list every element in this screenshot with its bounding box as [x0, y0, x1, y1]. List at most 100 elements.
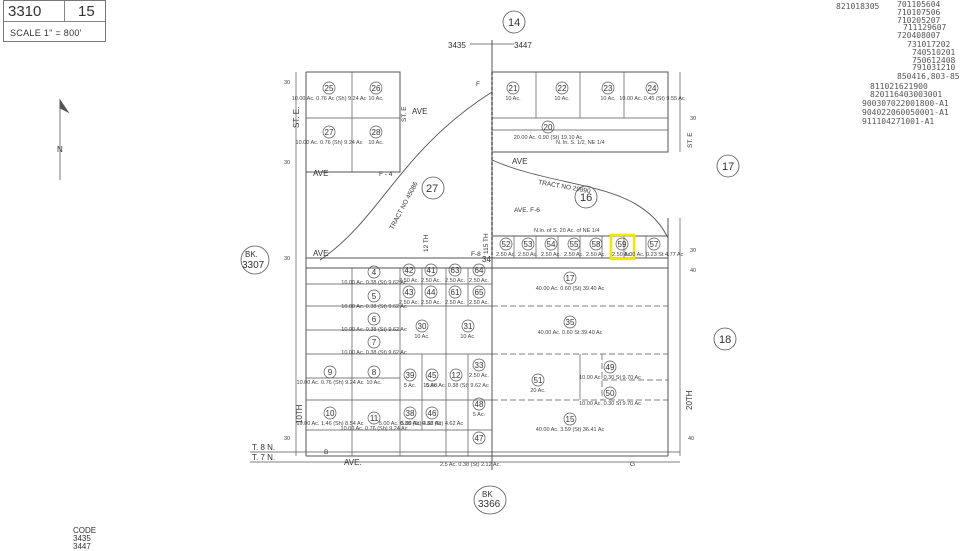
parcel-acreage: 10.00 Ac. 0.76 (Sh) 9.24 Ac: [297, 380, 364, 386]
record-number: 850416,803-85: [897, 72, 960, 81]
dimension: 30: [690, 248, 696, 254]
parcel-number[interactable]: 17: [566, 274, 575, 283]
parcel-number[interactable]: 55: [570, 240, 579, 249]
parcel-acreage: 2.50 Ac.: [586, 252, 606, 258]
street-label: 10TH: [295, 404, 304, 424]
parcel-number[interactable]: 4: [372, 268, 377, 277]
parcel-number[interactable]: 46: [428, 409, 437, 418]
record-number: 791031210: [912, 63, 956, 72]
parcel-number[interactable]: 41: [427, 266, 436, 275]
parcel-number[interactable]: 15: [566, 415, 575, 424]
parcel-circle: [603, 360, 617, 374]
book-number: 3310: [8, 3, 42, 20]
parcel-circle: [563, 315, 577, 329]
parcel-acreage: 10 Ac.: [600, 96, 616, 102]
parcel-number[interactable]: 7: [372, 338, 377, 347]
parcel-number[interactable]: 38: [406, 409, 415, 418]
adjacent-page-14: 14: [508, 17, 520, 29]
parcel-number[interactable]: 6: [372, 315, 377, 324]
parcel-number[interactable]: 58: [592, 240, 601, 249]
record-number: 750612408: [912, 56, 956, 65]
street-label: ST. E: [401, 106, 408, 122]
parcel-number[interactable]: 63: [451, 266, 460, 275]
parcel-acreage: 10.00 Ac. 0.38 (St) 9.62 Ac: [341, 280, 407, 286]
parcel-number[interactable]: 61: [451, 288, 460, 297]
parcel-number[interactable]: 64: [475, 266, 484, 275]
parcel-number[interactable]: 20: [544, 123, 553, 132]
parcel-number[interactable]: 65: [475, 288, 484, 297]
parcel-circle: [531, 373, 545, 387]
parcel-number[interactable]: 54: [547, 240, 556, 249]
parcel-number[interactable]: 22: [558, 84, 567, 93]
parcel-number[interactable]: 49: [606, 363, 615, 372]
record-number: 701105604: [897, 0, 941, 9]
parcel-acreage: 40.00 Ac. 0.60 St 39.40 Ac: [538, 330, 603, 336]
parcel-number[interactable]: 28: [372, 128, 381, 137]
page-number: 15: [78, 3, 95, 20]
street-label: AVE: [512, 157, 527, 166]
parcel-acreage: 10 Ac.: [414, 334, 430, 340]
parcel-number[interactable]: 23: [604, 84, 613, 93]
parcel-number[interactable]: 27: [325, 128, 334, 137]
parcel-circle: [322, 81, 336, 95]
parcel-number[interactable]: 9: [328, 368, 333, 377]
tract-label: TRACT NO 45086: [389, 181, 420, 231]
parcel-acreage: 2.50 Ac.: [445, 278, 465, 284]
record-number: 811021621900: [870, 82, 928, 91]
record-number: 900307022001800-A1: [862, 99, 949, 108]
record-number: 731017202: [907, 40, 951, 49]
parcel-number[interactable]: 35: [566, 318, 575, 327]
parcel-circle: [402, 263, 416, 277]
parcel-number[interactable]: 30: [418, 322, 427, 331]
parcel-number[interactable]: 52: [502, 240, 511, 249]
line-label: B: [324, 449, 328, 456]
parcel-number[interactable]: 25: [325, 84, 334, 93]
record-number: 710107506: [897, 8, 941, 17]
parcel-number[interactable]: 21: [509, 84, 518, 93]
adjacent-num: 3447: [514, 41, 532, 50]
page-circle-14: [502, 10, 526, 34]
dimension: 30: [284, 256, 290, 262]
parcel-number[interactable]: 48: [475, 400, 484, 409]
parcel-line: [351, 268, 469, 456]
parcel-circle: [472, 263, 486, 277]
bk-circle-3366: [473, 485, 507, 515]
parcel-number[interactable]: 11: [370, 414, 379, 423]
parcel-number[interactable]: 42: [405, 266, 414, 275]
parcel-circle: [461, 319, 475, 333]
parcel-number[interactable]: 47: [475, 434, 484, 443]
parcel-number[interactable]: 44: [427, 288, 436, 297]
header-divider: [64, 1, 65, 21]
parcel-number[interactable]: 31: [464, 322, 473, 331]
parcel-line: [535, 72, 625, 118]
record-number: 711129607: [903, 23, 947, 32]
parcel-number[interactable]: 10: [326, 409, 335, 418]
parcel-number[interactable]: 39: [406, 371, 415, 380]
parcel-acreage: 2.50 Ac.: [469, 278, 489, 284]
parcel-number[interactable]: 45: [428, 371, 437, 380]
record-number: 821018305: [836, 2, 880, 11]
parcel-number[interactable]: 50: [606, 389, 615, 398]
parcel-circle: [369, 81, 383, 95]
parcel-number[interactable]: 43: [405, 288, 414, 297]
parcel-number[interactable]: 24: [648, 84, 657, 93]
bk-number: 3366: [478, 499, 501, 510]
parcel-number[interactable]: 26: [372, 84, 381, 93]
highlighted-parcel[interactable]: [609, 233, 636, 261]
parcel-number[interactable]: 59: [618, 240, 627, 249]
parcel-circle: [555, 81, 569, 95]
parcel-circle: [601, 81, 615, 95]
parcel-number[interactable]: 12: [452, 371, 461, 380]
parcel-number[interactable]: 51: [534, 376, 543, 385]
parcel-number[interactable]: 57: [650, 240, 659, 249]
parcel-number[interactable]: 5: [372, 292, 377, 301]
parcel-line: [306, 72, 400, 172]
parcel-circle: [448, 263, 462, 277]
parcel-number[interactable]: 53: [524, 240, 533, 249]
code-value: 3447: [73, 542, 91, 551]
parcel-number[interactable]: 33: [475, 361, 484, 370]
bk-circle-3307: [240, 245, 270, 275]
record-number: 904022060050001-A1: [862, 108, 949, 117]
parcel-number[interactable]: 8: [372, 368, 377, 377]
street-label: AVE: [313, 249, 328, 258]
